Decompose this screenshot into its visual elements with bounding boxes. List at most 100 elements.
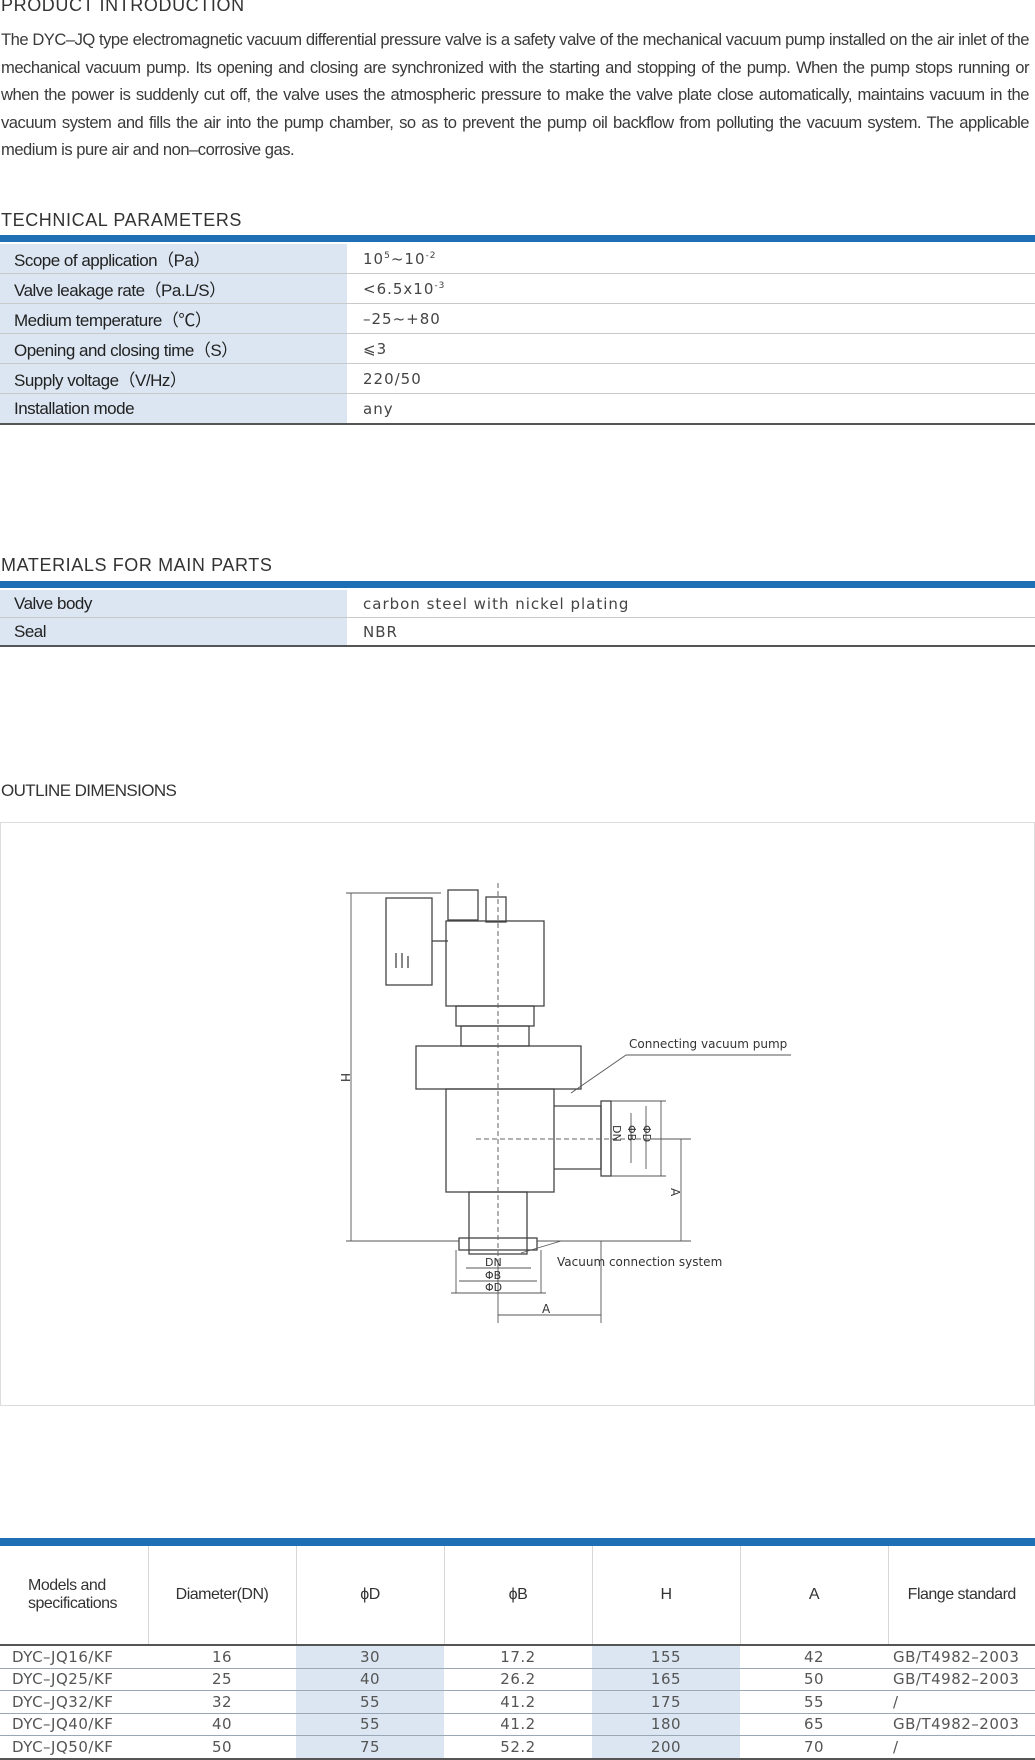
d-cell: 55 [296, 1713, 444, 1736]
d-cell: 75 [296, 1735, 444, 1760]
table-row: Scope of application（Pa） 105~10-2 [0, 244, 1035, 274]
dim-dn-vertical-label: DN [610, 1125, 623, 1142]
materials-divider [0, 581, 1035, 588]
col-header: Flange standard [888, 1546, 1035, 1646]
flange-cell: GB/T4982–2003 [888, 1645, 1035, 1669]
materials-title: MATERIALS FOR MAIN PARTS [1, 555, 273, 575]
model-cell: DYC–JQ25/KF [0, 1668, 148, 1691]
col-header: Models and specifications [0, 1546, 149, 1646]
b-cell: 17.2 [444, 1645, 592, 1669]
dim-dn-label: DN [485, 1256, 502, 1269]
dim-d-vertical-label: ΦD [640, 1125, 653, 1142]
dn-cell: 50 [148, 1735, 296, 1760]
table-row: Seal NBR [0, 617, 1035, 647]
param-value: ⩽3 [347, 333, 1035, 364]
dim-h-label: H [338, 1073, 352, 1082]
intro-text: The DYC–JQ type electromagnetic vacuum d… [1, 30, 1030, 159]
table-row: DYC–JQ25/KF 25 40 26.2 165 50 GB/T4982–2… [0, 1668, 1035, 1691]
col-header: H [592, 1546, 741, 1646]
model-cell: DYC–JQ32/KF [0, 1690, 148, 1714]
a-cell: 55 [740, 1690, 888, 1714]
h-cell: 180 [592, 1713, 740, 1736]
d-cell: 30 [296, 1645, 444, 1669]
table-row: DYC–JQ50/KF 50 75 52.2 200 70 / [0, 1735, 1035, 1760]
material-label: Seal [0, 617, 347, 647]
col-header: ϕB [444, 1546, 593, 1646]
table-row: Valve body carbon steel with nickel plat… [0, 590, 1035, 618]
technical-divider [0, 235, 1035, 242]
b-cell: 26.2 [444, 1668, 592, 1691]
outline-drawing: Connecting vacuum pump Vacuum connection… [0, 822, 1035, 1406]
table-row: Valve leakage rate（Pa.L/S） <6.5x10-3 [0, 273, 1035, 304]
d-cell: 40 [296, 1668, 444, 1691]
table-row: Supply voltage（V/Hz） 220/50 [0, 363, 1035, 394]
material-value: NBR [347, 617, 1035, 647]
param-value: 220/50 [347, 363, 1035, 394]
d-cell: 55 [296, 1690, 444, 1714]
h-cell: 200 [592, 1735, 740, 1760]
table-row: Installation mode any [0, 393, 1035, 425]
dn-cell: 40 [148, 1713, 296, 1736]
system-label: Vacuum connection system [557, 1255, 722, 1269]
table-row: Opening and closing time（S） ⩽3 [0, 333, 1035, 364]
param-value: –25~+80 [347, 303, 1035, 334]
table-row: DYC–JQ16/KF 16 30 17.2 155 42 GB/T4982–2… [0, 1645, 1035, 1669]
table-header-row: Models and specifications Diameter(DN) ϕ… [0, 1546, 1035, 1646]
table-row: Medium temperature（℃） –25~+80 [0, 303, 1035, 334]
flange-cell: / [888, 1735, 1035, 1760]
model-cell: DYC–JQ16/KF [0, 1645, 148, 1669]
b-cell: 52.2 [444, 1735, 592, 1760]
valve-body [445, 1088, 555, 1193]
dim-a-label: A [542, 1302, 551, 1316]
material-value: carbon steel with nickel plating [347, 590, 1035, 618]
dim-d-label: ΦD [485, 1281, 502, 1294]
solenoid-box [385, 897, 433, 986]
dimensions-table: Models and specifications Diameter(DN) ϕ… [0, 1546, 1035, 1760]
a-cell: 70 [740, 1735, 888, 1760]
dn-cell: 32 [148, 1690, 296, 1714]
param-label: Valve leakage rate（Pa.L/S） [0, 273, 347, 304]
table-row: DYC–JQ32/KF 32 55 41.2 175 55 / [0, 1690, 1035, 1714]
flange-cell: / [888, 1690, 1035, 1714]
table-row: DYC–JQ40/KF 40 55 41.2 180 65 GB/T4982–2… [0, 1713, 1035, 1736]
top-cap [447, 889, 479, 921]
param-value: <6.5x10-3 [347, 273, 1035, 304]
a-cell: 50 [740, 1668, 888, 1691]
param-label: Scope of application（Pa） [0, 244, 347, 274]
materials-table: Valve body carbon steel with nickel plat… [0, 590, 1035, 647]
param-label: Installation mode [0, 393, 347, 425]
col-header: A [740, 1546, 889, 1646]
technical-table: Scope of application（Pa） 105~10-2 Valve … [0, 244, 1035, 425]
b-cell: 41.2 [444, 1713, 592, 1736]
param-label: Supply voltage（V/Hz） [0, 363, 347, 394]
h-cell: 165 [592, 1668, 740, 1691]
dn-cell: 16 [148, 1645, 296, 1669]
col-header: ϕD [296, 1546, 445, 1646]
dim-b-vertical-label: ΦB [625, 1125, 638, 1141]
col-header: Diameter(DN) [148, 1546, 297, 1646]
param-value: 105~10-2 [347, 244, 1035, 274]
dim-a-vertical-label: A [668, 1188, 682, 1197]
technical-title: TECHNICAL PARAMETERS [1, 210, 243, 230]
flange-cell: GB/T4982–2003 [888, 1668, 1035, 1691]
param-label: Medium temperature（℃） [0, 303, 347, 334]
b-cell: 41.2 [444, 1690, 592, 1714]
h-cell: 175 [592, 1690, 740, 1714]
dn-cell: 25 [148, 1668, 296, 1691]
pump-label: Connecting vacuum pump [629, 1037, 787, 1051]
flange-cell: GB/T4982–2003 [888, 1713, 1035, 1736]
valve-drawing: Connecting vacuum pump Vacuum connection… [338, 883, 791, 1323]
param-label: Opening and closing time（S） [0, 333, 347, 364]
h-cell: 155 [592, 1645, 740, 1669]
a-cell: 42 [740, 1645, 888, 1669]
model-cell: DYC–JQ40/KF [0, 1713, 148, 1736]
param-value: any [347, 393, 1035, 425]
intro-title: PRODUCT INTRODUCTION [1, 0, 245, 15]
a-cell: 65 [740, 1713, 888, 1736]
outline-title: OUTLINE DIMENSIONS [1, 781, 177, 800]
dim-b-label: ΦB [485, 1269, 501, 1282]
material-label: Valve body [0, 590, 347, 618]
dimensions-divider [0, 1538, 1035, 1546]
solenoid-body [445, 920, 545, 1007]
model-cell: DYC–JQ50/KF [0, 1735, 148, 1760]
